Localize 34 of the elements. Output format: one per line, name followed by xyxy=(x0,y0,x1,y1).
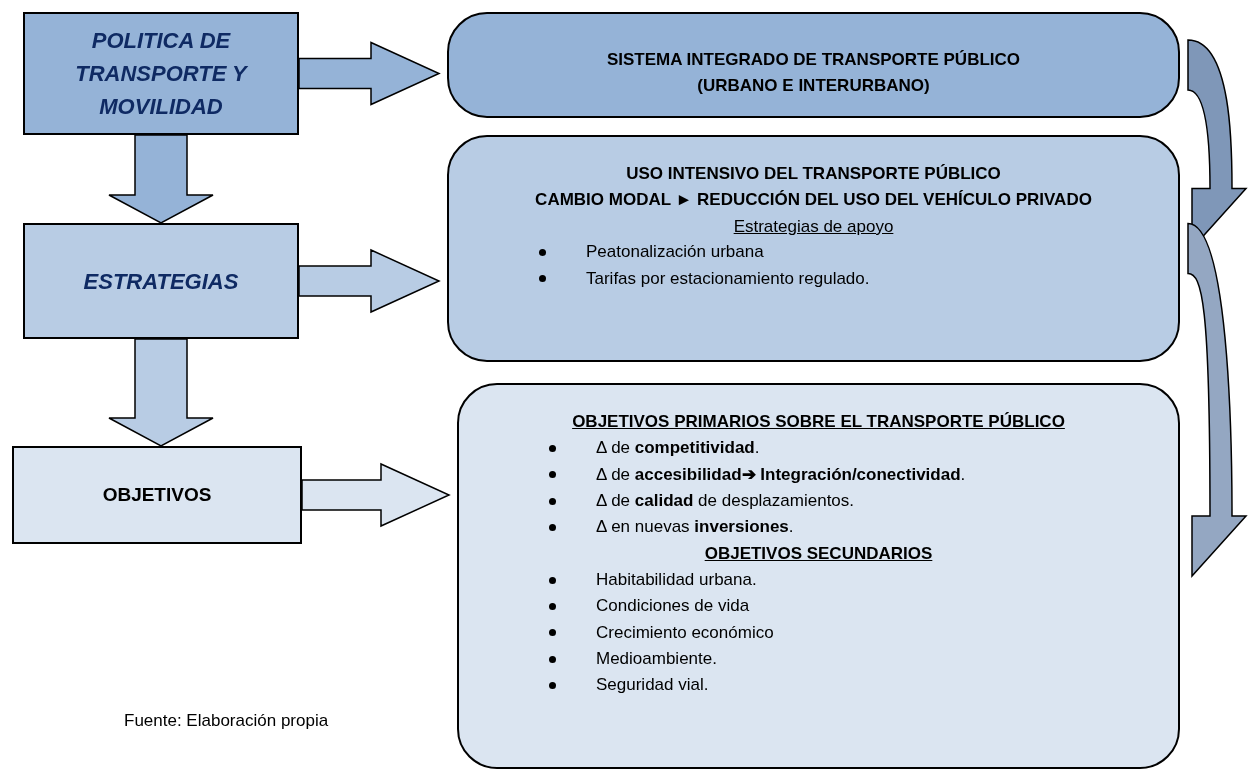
bullet-text: Δ en nuevas inversiones. xyxy=(596,516,794,539)
block-arrow xyxy=(298,41,441,106)
node-title: OBJETIVOS xyxy=(101,482,213,507)
heading-text: (URBANO E INTERURBANO) xyxy=(696,75,931,97)
bullet-text: Peatonalización urbana xyxy=(586,241,764,264)
heading-text: OBJETIVOS PRIMARIOS SOBRE EL TRANSPORTE PÚBLICO xyxy=(572,411,1065,433)
heading-text: SISTEMA INTEGRADO DE TRANSPORTE PÚBLICO xyxy=(605,48,1022,71)
bullet-text: Tarifas por estacionamiento regulado. xyxy=(586,267,870,290)
curved-block-arrow xyxy=(1187,222,1247,577)
block-arrow xyxy=(108,338,214,447)
bullet-text: Crecimiento económico xyxy=(596,621,774,644)
node-title: POLITICA DE TRANSPORTE Y MOVILIDAD xyxy=(74,27,249,121)
block-arrow xyxy=(108,134,214,224)
block-arrow xyxy=(298,248,441,314)
bullet-text: Δ de accesibilidad➔ Integración/conectividad. xyxy=(596,463,966,486)
bullet-text: Δ de competitividad. xyxy=(596,437,760,460)
subheading-text: Estrategias de apoyo xyxy=(733,215,894,238)
process-box xyxy=(12,446,302,544)
node-title: ESTRATEGIAS xyxy=(82,267,240,296)
rounded-box xyxy=(447,135,1180,362)
heading-text: OBJETIVOS SECUNDARIOS xyxy=(704,542,933,565)
bullet-text: Habitabilidad urbana. xyxy=(596,569,757,592)
rounded-box xyxy=(447,12,1180,118)
bullet-text: Seguridad vial. xyxy=(596,674,709,697)
source-note: Fuente: Elaboración propia xyxy=(124,710,329,732)
heading-text: CAMBIO MODAL ► REDUCCIÓN DEL USO DEL VEHÍCULO PRIVADO xyxy=(534,189,1093,212)
bullet-text: Medioambiente. xyxy=(596,648,717,671)
bullet-text: Δ de calidad de desplazamientos. xyxy=(596,490,855,513)
bullet-text: Condiciones de vida xyxy=(596,595,750,618)
rounded-box xyxy=(457,383,1180,769)
block-arrow xyxy=(301,462,451,528)
process-box xyxy=(23,12,299,135)
heading-text: USO INTENSIVO DEL TRANSPORTE PÚBLICO xyxy=(625,163,1002,185)
process-box xyxy=(23,223,299,339)
